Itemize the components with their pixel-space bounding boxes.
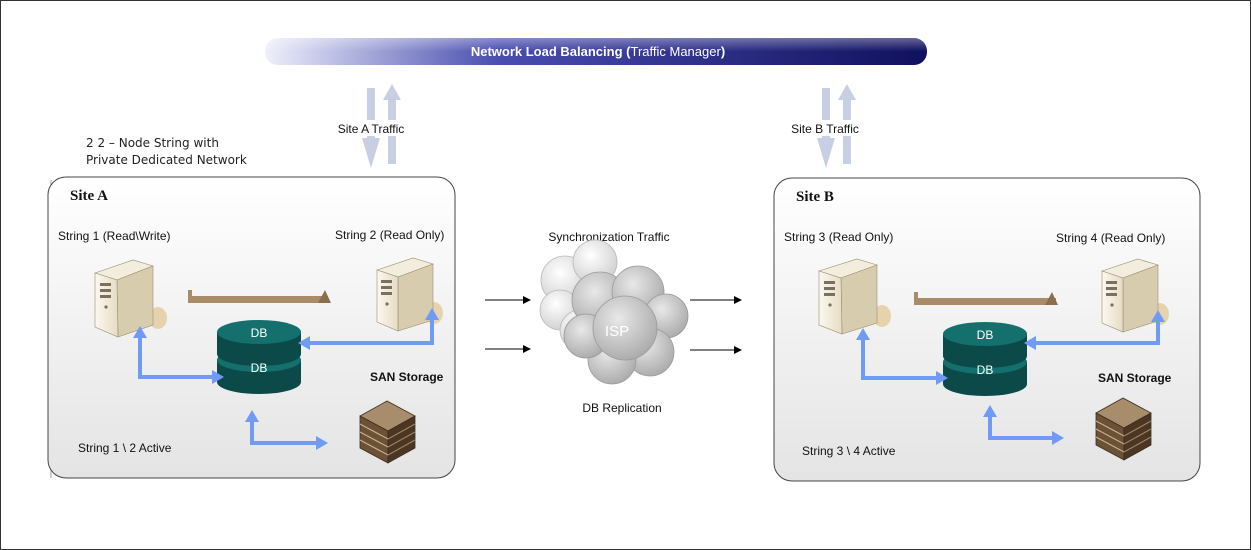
sync-traffic-label: Synchronization Traffic xyxy=(548,230,669,244)
site-a-traffic-label: Site A Traffic xyxy=(338,122,404,136)
site-b-server-3 xyxy=(818,258,891,335)
site-a-data-arrows xyxy=(138,318,434,445)
site-b-db-stack: DB DB xyxy=(943,322,1027,396)
site-a-active-label: String 1 \ 2 Active xyxy=(78,441,172,455)
node-string-note-line1: 2 2 – Node String with xyxy=(86,136,219,150)
site-a-private-link xyxy=(188,290,331,303)
site-b-db-top-label: DB xyxy=(977,328,994,342)
site-b-title: Site B xyxy=(796,189,834,205)
internet-cloud: ISP xyxy=(539,239,689,385)
site-a-server-1 xyxy=(94,259,167,338)
site-a-string-1-label: String 1 (Read\Write) xyxy=(58,229,170,243)
db-replication-label: DB Replication xyxy=(582,401,661,415)
site-b-data-arrows xyxy=(861,320,1160,440)
site-a-san-label: SAN Storage xyxy=(370,370,444,384)
site-b-server-4 xyxy=(1101,258,1169,333)
node-string-note-line2: Private Dedicated Network xyxy=(86,153,247,167)
site-a-traffic-arrows: Site A Traffic xyxy=(333,84,407,168)
site-b-traffic-arrows: Site B Traffic xyxy=(788,84,862,168)
site-b-db-bottom-label: DB xyxy=(977,363,994,377)
site-b-san-storage xyxy=(1095,397,1152,461)
site-a-san-storage xyxy=(359,400,416,464)
site-a-db-stack: DB DB xyxy=(217,320,301,394)
site-a-string-2-label: String 2 (Read Only) xyxy=(335,228,444,242)
load-balancer-banner: Network Load Balancing (Traffic Manager) xyxy=(265,38,927,65)
isp-label: ISP xyxy=(605,323,629,340)
site-a-db-top-label: DB xyxy=(251,326,268,340)
site-b-traffic-label: Site B Traffic xyxy=(791,122,859,136)
site-a-title: Site A xyxy=(70,188,108,204)
replication-section: Synchronization Traffic ISP xyxy=(485,230,742,415)
site-b-panel: Site B String 3 (Read Only) String 4 (Re… xyxy=(773,177,1201,482)
site-b-san-label: SAN Storage xyxy=(1098,371,1172,385)
site-b-string-4-label: String 4 (Read Only) xyxy=(1056,231,1165,245)
site-b-active-label: String 3 \ 4 Active xyxy=(802,444,896,458)
site-a-panel: Site A String 1 (Read\Write) String 2 (R… xyxy=(47,176,456,479)
site-a-db-bottom-label: DB xyxy=(251,361,268,375)
site-b-string-3-label: String 3 (Read Only) xyxy=(784,230,893,244)
banner-title: Network Load Balancing (Traffic Manager) xyxy=(471,44,725,59)
site-b-private-link xyxy=(914,292,1058,305)
